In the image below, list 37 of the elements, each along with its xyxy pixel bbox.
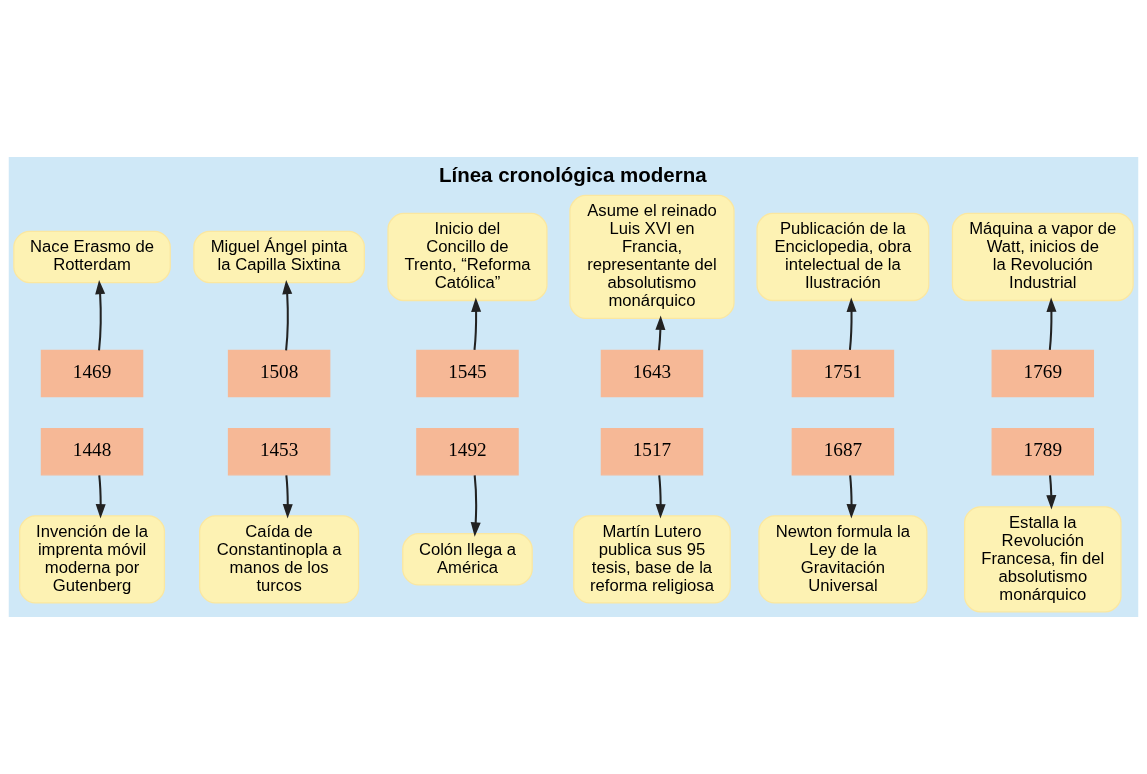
node-box: 1545 <box>416 349 519 398</box>
node-box: Martín Lutero publica sus 95 tesis, base de la reforma religiosa <box>573 515 731 604</box>
node-box: Newton formula la Ley de la Gravitación Universal <box>758 515 928 604</box>
node-box: Máquina a vapor de Watt, inicios de la Revolución Industrial <box>951 212 1134 302</box>
arrow <box>846 297 857 350</box>
arrow <box>282 475 293 519</box>
arrow <box>1046 475 1057 510</box>
node-box: 1751 <box>791 349 895 398</box>
arrow <box>95 475 106 519</box>
arrow <box>1046 297 1057 351</box>
node-box: Publicación de la Enciclopedia, obra intelectual de la Ilustración <box>756 212 930 302</box>
node-box: Nace Erasmo de Rotterdam <box>13 230 171 284</box>
arrow <box>655 315 666 351</box>
arrow <box>655 475 666 519</box>
node-box: 1448 <box>40 428 144 476</box>
node-box: 1687 <box>791 428 895 476</box>
node-box: 1643 <box>600 349 704 398</box>
arrow <box>846 475 857 519</box>
node-box: Estalla la Revolución Francesa, fin del absolutismo monárquico <box>964 506 1122 613</box>
node-box: 1508 <box>227 349 331 398</box>
node-box: 1469 <box>40 349 144 398</box>
node-box: 1517 <box>600 428 704 476</box>
node-box: 1769 <box>991 349 1095 398</box>
node-box: Inicio del Concillo de Trento, “Reforma Católica” <box>387 212 548 302</box>
node-box: Asume el reinado Luis XVI en Francia, representante del absolutismo monárquico <box>569 194 735 320</box>
node-box: Colón llega a América <box>402 533 533 586</box>
node-box: 1789 <box>991 428 1095 476</box>
diagram-title: Línea cronológica moderna <box>438 163 707 187</box>
node-box: Caída de Constantinopla a manos de los turcos <box>199 515 360 604</box>
arrow <box>282 279 293 351</box>
arrow <box>95 279 106 351</box>
arrow <box>471 297 482 351</box>
arrow <box>470 475 481 537</box>
node-box: Miguel Ángel pinta la Capilla Sixtina <box>193 230 365 284</box>
node-box: 1453 <box>227 428 331 476</box>
node-box: 1492 <box>416 428 519 476</box>
node-box: Invención de la imprenta móvil moderna por Gutenberg <box>19 515 166 604</box>
